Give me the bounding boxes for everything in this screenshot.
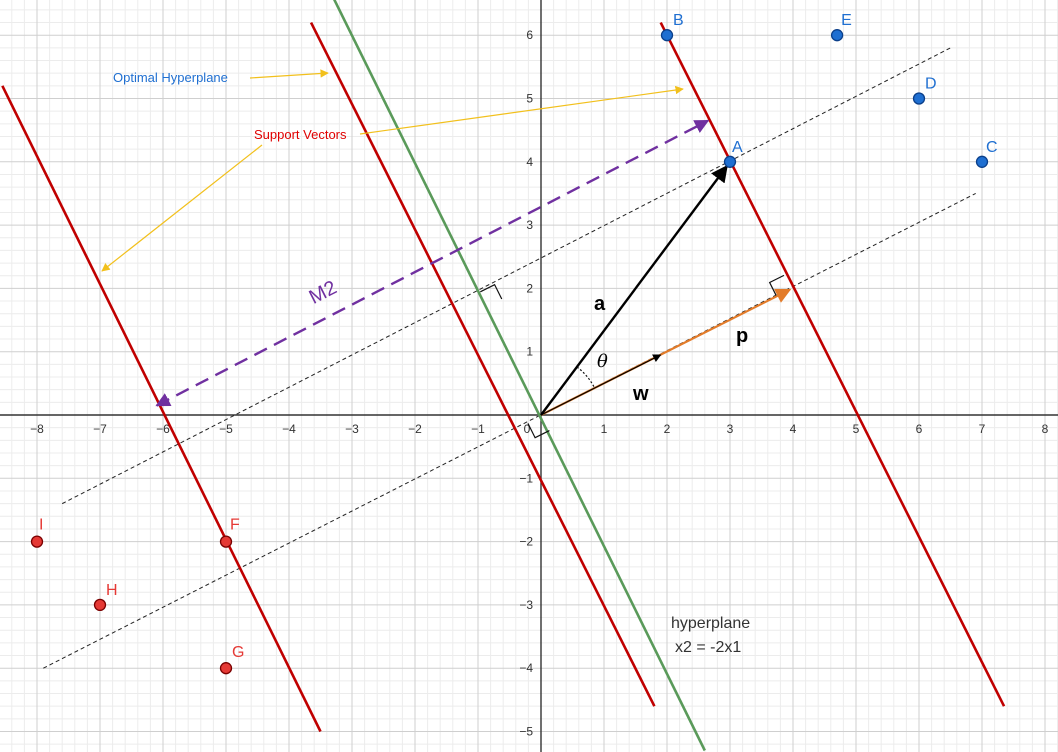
theta-angle-label: θ <box>597 351 608 372</box>
y-tick-label: 6 <box>526 28 533 42</box>
margin-m2-arrow <box>155 119 710 407</box>
optimal-hyperplane-line <box>333 0 706 752</box>
x-tick-label: 2 <box>664 422 671 436</box>
vector-a-label: a <box>594 293 606 315</box>
x-tick-label: 7 <box>979 422 986 436</box>
support-vector-pointer-right <box>359 85 684 135</box>
vectors <box>101 69 792 416</box>
x-tick-label: −7 <box>93 422 107 436</box>
y-tick-label: −5 <box>519 725 533 739</box>
point-c <box>975 155 989 168</box>
point-a <box>723 155 737 168</box>
optimal-hyperplane-pointer <box>249 69 329 79</box>
hyperplane-equation: x2 = -2x1 <box>675 639 741 656</box>
y-tick-label: 2 <box>526 281 533 295</box>
x-tick-label: −5 <box>219 422 233 436</box>
x-tick-label: 8 <box>1042 422 1049 436</box>
negative-support-line <box>1 85 322 733</box>
point-label-a: A <box>732 139 743 156</box>
vector-a <box>540 164 728 416</box>
right-angle-mark-origin <box>527 423 550 439</box>
x-tick-label: −8 <box>30 422 44 436</box>
x-tick-label: 6 <box>916 422 923 436</box>
y-tick-label: 3 <box>526 218 533 232</box>
point-e <box>830 29 844 42</box>
x-tick-label: 4 <box>790 422 797 436</box>
point-label-g: G <box>232 644 244 661</box>
point-label-e: E <box>841 12 852 29</box>
data-points: A B C D E F G H I <box>30 12 998 675</box>
point-label-d: D <box>925 76 937 93</box>
x-tick-label: 3 <box>727 422 734 436</box>
point-d <box>912 92 926 105</box>
point-label-h: H <box>106 582 118 599</box>
y-tick-label: 1 <box>526 345 533 359</box>
margin-direction-dashed-lower <box>43 193 976 669</box>
x-tick-label: 1 <box>601 422 608 436</box>
margin-m2-label: M2 <box>306 277 341 309</box>
y-tick-label: −2 <box>519 535 533 549</box>
tick-labels: −8 −7 −6 −5 −4 −3 −2 −1 0 1 2 3 4 5 6 7 8 6 5 4 3 2 1 −1 −2 −3 −4 −… <box>30 28 1049 738</box>
hyperplane-title: hyperplane <box>671 615 750 632</box>
support-vector-pointer-left <box>101 144 263 272</box>
x-tick-label: −1 <box>471 422 485 436</box>
y-tick-label: −1 <box>519 471 533 485</box>
annotations: a p w θ M2 Optimal Hyperplane Support Ve… <box>113 70 750 656</box>
y-tick-label: 5 <box>526 92 533 106</box>
positive-support-line <box>659 21 1006 707</box>
x-tick-label: 5 <box>853 422 860 436</box>
point-f <box>219 535 233 548</box>
point-h <box>93 598 107 612</box>
x-tick-label: −6 <box>156 422 170 436</box>
support-vectors-annotation: Support Vectors <box>254 127 347 142</box>
point-g <box>219 662 233 675</box>
x-tick-label: −3 <box>345 422 359 436</box>
point-label-f: F <box>230 517 240 534</box>
point-i <box>30 535 44 548</box>
x-tick-label: 0 <box>524 422 531 436</box>
y-tick-label: −3 <box>519 598 533 612</box>
point-b <box>660 29 674 42</box>
vector-p-label: p <box>736 325 748 347</box>
optimal-hyperplane-annotation: Optimal Hyperplane <box>113 70 228 85</box>
point-label-b: B <box>673 12 684 29</box>
point-label-c: C <box>986 139 998 156</box>
theta-arc <box>576 366 596 389</box>
point-label-i: I <box>39 517 43 534</box>
y-tick-label: 4 <box>526 155 533 169</box>
x-tick-label: −2 <box>408 422 422 436</box>
x-tick-label: −4 <box>282 422 296 436</box>
y-tick-label: −4 <box>519 661 533 675</box>
vector-w-label: w <box>632 383 649 405</box>
